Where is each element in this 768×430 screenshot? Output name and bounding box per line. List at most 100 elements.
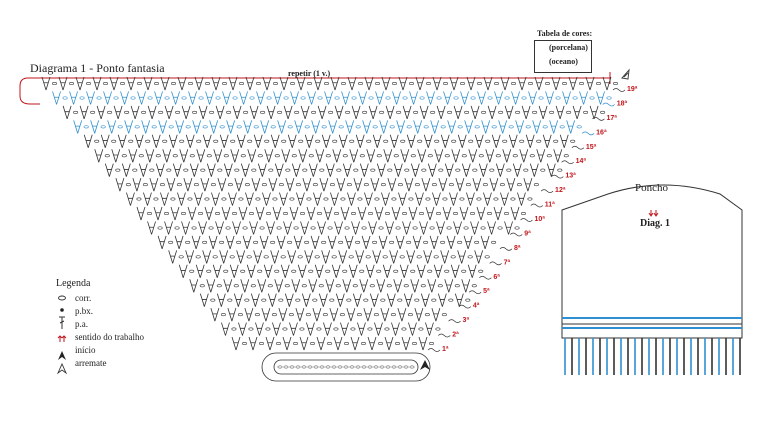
stitch-fan [227, 307, 237, 322]
chain-stitch [312, 298, 318, 302]
chain-stitch [468, 139, 474, 143]
stitch-fan [434, 149, 444, 163]
chain-stitch [326, 341, 332, 345]
stitch-fan [321, 250, 331, 264]
chain-stitch [212, 255, 218, 259]
stitch-fan [370, 177, 380, 192]
chain-stitch [576, 125, 582, 129]
chain-stitch [384, 327, 390, 331]
stitch-fan [266, 105, 276, 120]
row-number-8: 8ª [514, 245, 521, 252]
stitch-fan [279, 76, 289, 91]
chain-stitch [240, 269, 246, 273]
stitch-fan [121, 163, 131, 177]
chain-stitch [389, 125, 395, 129]
chain-stitch [291, 269, 297, 273]
stitch-fan [244, 307, 254, 322]
chain-stitch [557, 168, 563, 172]
chain-stitch [459, 197, 465, 201]
chain-stitch [73, 110, 79, 114]
stitch-fan [195, 264, 205, 278]
chain-stitch [433, 255, 439, 259]
stitch-fan [467, 264, 477, 278]
stitch-row-2 [221, 322, 451, 338]
chain-stitch [387, 168, 393, 172]
stitch-fan [369, 293, 379, 307]
stitch-fan [202, 134, 212, 148]
chain-stitch [159, 183, 165, 187]
stitch-fan [437, 293, 447, 307]
chain-stitch [202, 125, 208, 129]
stitch-fan [432, 76, 442, 91]
chain-stitch [391, 82, 397, 86]
chain-stitch [350, 212, 356, 216]
chain-stitch [246, 255, 252, 259]
stitch-fan [415, 192, 424, 206]
stitch-fan [478, 163, 488, 177]
chain-stitch [130, 96, 136, 100]
chain-stitch [504, 96, 510, 100]
chain-stitch [231, 327, 237, 331]
stitch-fan [181, 105, 191, 120]
chain-stitch [121, 154, 127, 158]
chain-stitch [308, 269, 314, 273]
stitch-fan [375, 91, 384, 105]
chain-stitch [306, 197, 312, 201]
chain-stitch [446, 226, 452, 230]
chain-stitch [294, 110, 300, 114]
stitch-fan [494, 91, 503, 105]
chain-stitch [377, 341, 383, 345]
chain-stitch [348, 255, 354, 259]
stitch-fan [430, 120, 440, 134]
stitch-fan [311, 120, 321, 134]
stitch-fan [372, 250, 382, 264]
stitch-fan [551, 76, 561, 91]
stitch-fan [419, 105, 429, 120]
stitch-fan [154, 91, 163, 105]
stitch-fan [476, 206, 486, 221]
stitch-fan [189, 279, 199, 293]
chain-stitch [372, 240, 378, 244]
stitch-fan [256, 91, 265, 105]
stitch-fan [361, 235, 371, 250]
chain-stitch [189, 269, 195, 273]
stitch-fan [164, 221, 173, 235]
stitch-row-10 [136, 206, 533, 222]
poncho-diagram-ref: Diag. 1 [640, 218, 670, 229]
chain-stitch [206, 154, 212, 158]
chain-stitch [549, 110, 555, 114]
chain-stitch [117, 125, 123, 129]
stitch-fan [314, 264, 324, 278]
row-number-13: 13ª [565, 173, 576, 180]
start-marker-icon [420, 360, 430, 370]
stitch-fan [315, 149, 325, 163]
foundation-chain-stitch [391, 365, 397, 369]
stitch-fan [330, 76, 340, 91]
stitch-fan [281, 149, 291, 163]
chain-stitch [420, 284, 426, 288]
chain-stitch [360, 341, 366, 345]
legend-item-chain: corr. [75, 292, 92, 303]
chain-stitch [367, 212, 373, 216]
stitch-fan [204, 206, 214, 221]
stitch-fan [392, 91, 401, 105]
legend-item-start: início [75, 344, 96, 355]
chain-stitch [209, 110, 215, 114]
chain-stitch [527, 82, 533, 86]
stitch-fan [215, 105, 225, 120]
stitch-fan [449, 76, 459, 91]
stitch-fan [384, 336, 394, 351]
chain-stitch [179, 139, 185, 143]
chain-stitch [323, 82, 329, 86]
stitch-fan [212, 264, 222, 278]
chain-stitch [315, 139, 321, 143]
stitch-row-11 [126, 192, 544, 208]
stitch-fan [124, 120, 134, 134]
stitch-fan [500, 192, 509, 206]
chain-stitch [452, 212, 458, 216]
foundation-chain-stitch [349, 365, 355, 369]
stitch-fan [213, 149, 223, 163]
stitch-fan [325, 279, 335, 293]
foundation-chain-stitch [319, 365, 325, 369]
row-number-12: 12ª [555, 187, 566, 194]
